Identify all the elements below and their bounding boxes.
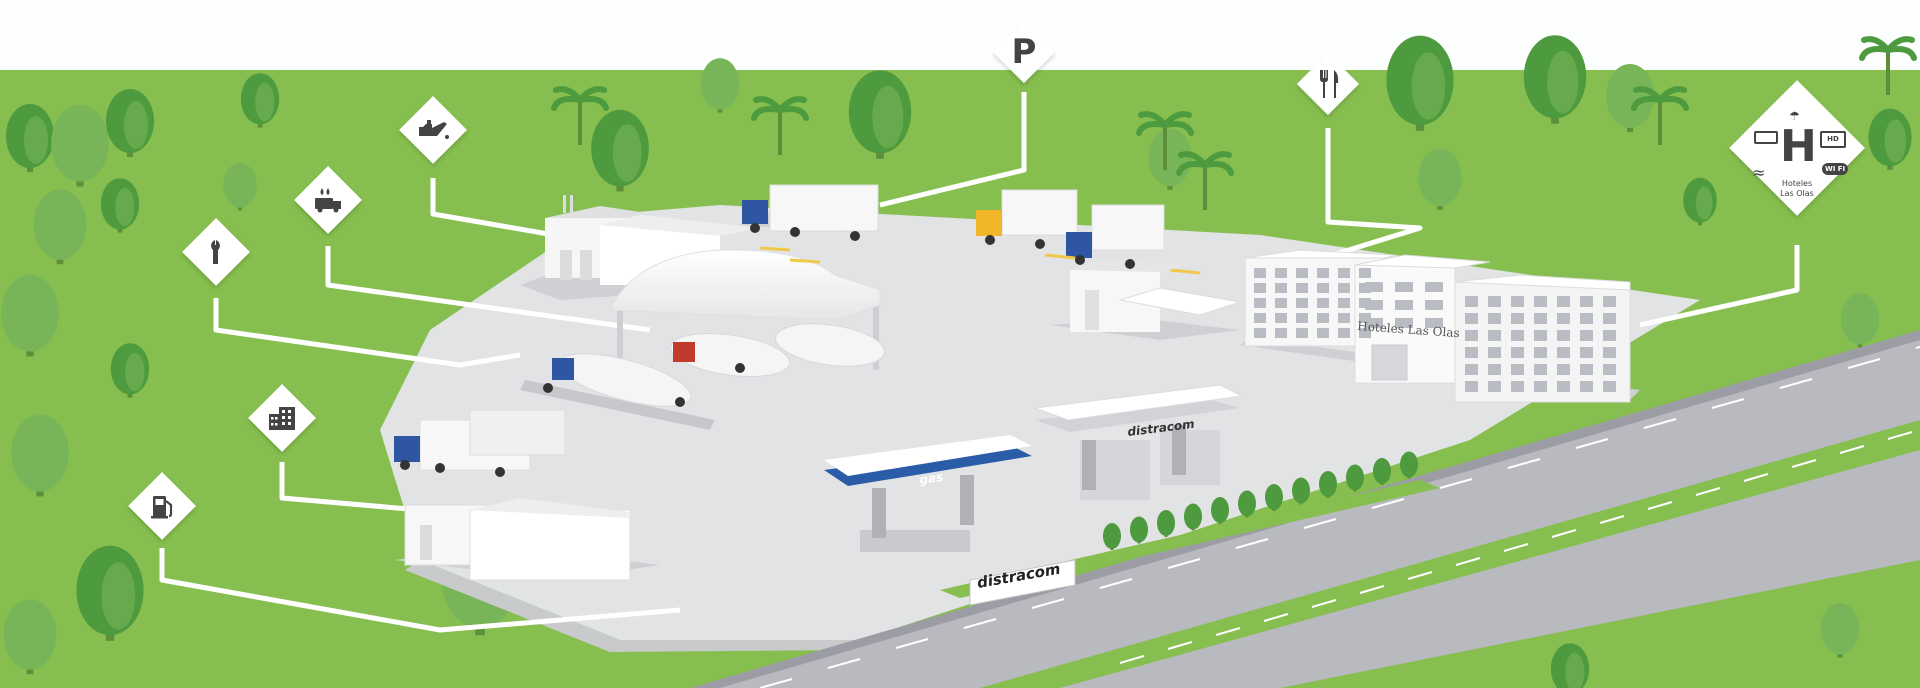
parking-label: P [1011, 32, 1037, 72]
parking-stripes [759, 246, 1201, 275]
tree [110, 343, 150, 398]
fork-knife-icon [1297, 53, 1359, 115]
tree [1820, 603, 1860, 658]
fuel-canopy-gas: gas [824, 435, 1032, 552]
tree [1840, 293, 1880, 348]
connector-hotel [1639, 245, 1800, 328]
tree [33, 189, 87, 265]
shrub [1319, 471, 1337, 498]
fuel-pump-icon [128, 472, 196, 540]
tanker-truck-red [670, 323, 886, 377]
box-truck-1 [740, 184, 880, 232]
tree [3, 599, 57, 675]
tree [1, 274, 59, 357]
hotel-caption-line2: Las Olas [1780, 189, 1814, 198]
tree [848, 70, 912, 159]
sky [0, 0, 1920, 72]
tree [100, 178, 140, 233]
lane-markings [759, 345, 1920, 688]
wrench-icon [182, 218, 250, 286]
truck-wash-icon [294, 166, 362, 234]
hotel-building: Hoteles Las Olas [1240, 249, 1640, 403]
tree-group [1, 35, 1917, 688]
shrub [1238, 490, 1256, 518]
restaurant-building [1050, 260, 1241, 340]
hotel-h-label: H [1780, 121, 1817, 172]
connector-fuel [159, 548, 681, 633]
tree [76, 545, 144, 641]
palm-tree [551, 86, 609, 145]
connector-wash [325, 246, 651, 333]
service-marker-truck-wash[interactable] [293, 165, 362, 234]
tanker-truck-blue [520, 353, 715, 430]
truck-wash-canopy [611, 249, 881, 370]
palm-tree [1859, 36, 1917, 95]
service-marker-offices[interactable] [247, 383, 316, 452]
shrub [1400, 451, 1418, 479]
shower-icon: ☂ [1789, 109, 1800, 123]
tree [11, 414, 69, 497]
shrub [1184, 503, 1202, 531]
service-marker-parking[interactable]: P [993, 21, 1055, 83]
hotel-windows [1254, 268, 1616, 392]
connector-lines [159, 92, 1800, 633]
connector-lube [430, 178, 561, 239]
tree [1868, 108, 1912, 170]
service-marker-fuel[interactable] [127, 471, 196, 540]
shrub [1292, 477, 1310, 505]
shrub [1103, 523, 1121, 550]
building-icon [248, 384, 316, 452]
shrub [1157, 510, 1175, 537]
box-truck-2 [976, 189, 1078, 236]
service-marker-hotel[interactable]: H ☂ HD ≈ WI FI Hoteles Las Olas [1728, 79, 1865, 216]
service-marker-workshop[interactable] [181, 217, 250, 286]
shrub [1373, 458, 1391, 485]
tree [591, 109, 649, 192]
tree [1523, 35, 1587, 124]
connector-workshop [213, 298, 521, 368]
warehouse-front [395, 498, 660, 581]
service-marker-lubricants[interactable] [398, 95, 467, 164]
box-truck-4 [394, 409, 566, 471]
connector-offices [279, 462, 421, 513]
air-conditioner-icon [1754, 131, 1778, 144]
paved-lot-shade [405, 560, 860, 652]
tree [1386, 35, 1454, 131]
connector-parking [879, 92, 1027, 208]
fuel-canopy-distracom: distracom [1034, 384, 1244, 500]
tree [223, 162, 257, 211]
shrub [1211, 497, 1229, 524]
tree [1683, 177, 1717, 226]
palm-tree [751, 96, 809, 155]
shrub-row [1103, 451, 1418, 550]
shrub [1265, 484, 1283, 511]
pool-icon: ≈ [1752, 163, 1766, 182]
tree [106, 89, 154, 157]
tree [1418, 148, 1462, 210]
tree [51, 104, 109, 187]
gas-canopy-label: gas [918, 470, 944, 487]
oil-can-icon [399, 96, 467, 164]
shrub [1346, 464, 1364, 492]
wifi-icon: WI FI [1822, 163, 1849, 175]
highway-median [980, 420, 1920, 688]
connector-restaurant [1309, 128, 1423, 265]
shrub [1130, 516, 1148, 544]
parking-icon: P [993, 21, 1055, 83]
palm-tree [1631, 86, 1689, 145]
palm-tree [1136, 111, 1194, 170]
service-marker-restaurant[interactable] [1297, 53, 1359, 115]
tv-hd-icon: HD [1820, 131, 1846, 148]
palm-tree [1176, 151, 1234, 210]
hotel-icon: H ☂ HD ≈ WI FI Hoteles Las Olas [1729, 80, 1865, 216]
hotel-caption-line1: Hoteles [1781, 179, 1813, 188]
tree [700, 58, 740, 113]
box-truck-3 [1066, 204, 1165, 258]
tree [1550, 643, 1590, 688]
tree [6, 104, 54, 172]
tree [240, 73, 280, 128]
